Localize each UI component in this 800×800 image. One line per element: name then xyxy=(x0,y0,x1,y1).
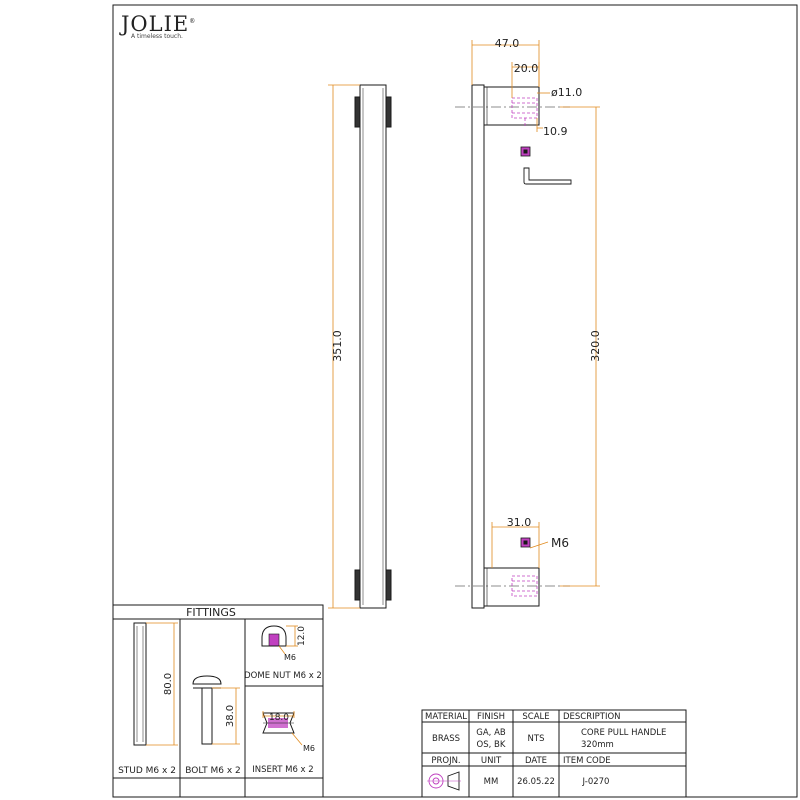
dome-nut-dim-label: 12.0 xyxy=(297,626,307,646)
bolt-dim-label: 38.0 xyxy=(225,705,236,727)
front-view xyxy=(354,84,392,609)
sheet-border xyxy=(112,4,798,798)
front-length-label: 351.0 xyxy=(331,330,344,362)
brand-logo: JOLIE® A timeless touch. xyxy=(121,12,196,40)
fittings-table xyxy=(112,604,324,798)
allen-key-icon xyxy=(523,167,572,185)
side-hidden-threads xyxy=(511,97,538,597)
front-handle-bar xyxy=(359,84,387,609)
grub-screw-icon xyxy=(520,146,531,157)
stud-drawing xyxy=(133,622,147,746)
stud-label: STUD M6 x 2 xyxy=(118,766,176,776)
insert-dim-label: 18.0 xyxy=(269,713,289,723)
insert-label: INSERT M6 x 2 xyxy=(252,765,313,775)
header-projection: PROJN. xyxy=(431,756,460,766)
dome-nut-thread-label: M6 xyxy=(284,653,296,662)
side-centerlines xyxy=(455,106,570,587)
title-block-headers: MATERIAL FINISH SCALE DESCRIPTION xyxy=(425,712,621,722)
bolt-dimension xyxy=(212,687,240,745)
item-code-value: J-0270 xyxy=(582,777,610,787)
dome-nut-drawing xyxy=(261,625,287,647)
fittings-title: FITTINGS xyxy=(186,606,236,619)
grub-screw-bottom-icon xyxy=(520,537,531,548)
side-post-width-label: 20.0 xyxy=(514,62,539,75)
side-handle-bar xyxy=(471,84,485,609)
side-post-bottom xyxy=(483,567,540,607)
front-post-top-right xyxy=(385,96,392,128)
front-post-bottom-left xyxy=(354,569,361,601)
header-description: DESCRIPTION xyxy=(563,712,621,722)
finish-value-1: GA, AB xyxy=(476,728,506,738)
stud-dimension xyxy=(146,622,178,746)
bolt-label: BOLT M6 x 2 xyxy=(185,766,241,776)
title-block xyxy=(421,709,687,798)
title-block-values: BRASS GA, AB OS, BK NTS CORE PULL HANDLE… xyxy=(432,728,666,750)
dome-nut-dimension xyxy=(278,625,298,655)
bolt-drawing xyxy=(192,675,222,745)
header-scale: SCALE xyxy=(522,712,549,722)
side-width-label: 47.0 xyxy=(495,37,520,50)
material-value: BRASS xyxy=(432,734,460,744)
header-item-code: ITEM CODE xyxy=(563,756,611,766)
brand-name: JOLIE® xyxy=(121,12,197,36)
front-post-bottom-right xyxy=(385,569,392,601)
header-unit: UNIT xyxy=(481,756,502,766)
finish-value-2: OS, BK xyxy=(477,740,506,750)
insert-dimension xyxy=(262,711,303,746)
side-thread-label: M6 xyxy=(551,536,569,550)
description-value-1: CORE PULL HANDLE xyxy=(581,728,666,738)
front-post-top-left xyxy=(354,96,361,128)
brand-tagline: A timeless touch. xyxy=(131,33,183,40)
dome-nut-label: DOME NUT M6 x 2 xyxy=(244,671,322,681)
side-centers-label: 320.0 xyxy=(589,330,602,362)
side-offset-label: 10.9 xyxy=(543,125,568,138)
front-length-dimension xyxy=(328,84,360,609)
side-diameter-label: ø11.0 xyxy=(551,86,582,99)
date-value: 26.05.22 xyxy=(517,777,555,787)
header-finish: FINISH xyxy=(477,712,505,722)
unit-value: MM xyxy=(484,777,499,787)
stud-dim-label: 80.0 xyxy=(163,673,174,695)
title-block-headers-2: PROJN. UNIT DATE ITEM CODE xyxy=(431,756,610,766)
header-date: DATE xyxy=(525,756,547,766)
description-value-2: 320mm xyxy=(581,740,614,750)
side-post-top xyxy=(483,86,540,126)
header-material: MATERIAL xyxy=(425,712,467,722)
side-bottom-width-label: 31.0 xyxy=(507,516,532,529)
title-block-values-2: MM 26.05.22 J-0270 xyxy=(484,777,610,787)
projection-symbol-icon xyxy=(427,771,461,791)
scale-value: NTS xyxy=(528,734,545,744)
insert-thread-label: M6 xyxy=(303,744,315,753)
side-view xyxy=(471,84,540,609)
side-dimensions xyxy=(471,40,600,587)
